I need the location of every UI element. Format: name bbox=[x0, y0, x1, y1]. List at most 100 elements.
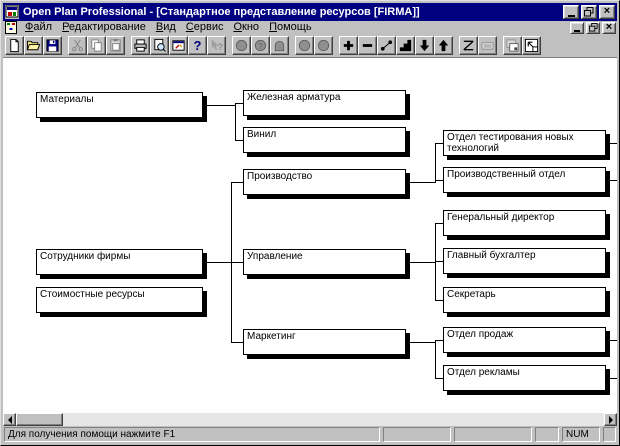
tree-node-label: Производственный отдел bbox=[447, 169, 566, 180]
open-folder-button[interactable] bbox=[24, 36, 43, 55]
tree-node-materials[interactable]: Материалы bbox=[36, 92, 203, 118]
shape-circle-button-2 bbox=[295, 36, 314, 55]
minimize-button[interactable] bbox=[563, 5, 579, 19]
tree-node-label: Управление bbox=[247, 251, 303, 262]
toolbar: ? ? ? bbox=[3, 34, 617, 58]
connector-line bbox=[610, 180, 617, 181]
status-message: Для получения помощи нажмите F1 bbox=[4, 427, 380, 442]
scroll-left-button[interactable] bbox=[3, 413, 16, 426]
fit-window-icon bbox=[524, 38, 539, 53]
tree-node-label: Генеральный директор bbox=[447, 212, 555, 223]
help-icon: ? bbox=[193, 38, 202, 53]
zigzag-button[interactable] bbox=[459, 36, 478, 55]
minimize-icon bbox=[574, 29, 580, 32]
open-folder-icon bbox=[26, 40, 41, 51]
tree-node-production-dept[interactable]: Производственный отдел bbox=[443, 167, 606, 193]
fit-window-button[interactable] bbox=[522, 36, 541, 55]
child-close-button[interactable]: × bbox=[602, 21, 616, 34]
tree-node-management[interactable]: Управление bbox=[243, 249, 406, 275]
shape-circle-question-icon: ? bbox=[254, 39, 267, 52]
tree-node-secretary[interactable]: Секретарь bbox=[443, 287, 606, 313]
title-bar: Open Plan Professional - [Стандартное пр… bbox=[3, 3, 617, 21]
shape-circle-icon bbox=[235, 39, 248, 52]
scrollbar-thumb[interactable] bbox=[16, 413, 63, 426]
link-nodes-button[interactable] bbox=[377, 36, 396, 55]
connector-line bbox=[435, 223, 436, 301]
help-button[interactable]: ? bbox=[188, 36, 207, 55]
window-switch-icon bbox=[172, 40, 185, 51]
connector-line bbox=[231, 182, 243, 183]
collapse-up-arrow-icon bbox=[438, 39, 449, 52]
app-icon bbox=[5, 5, 19, 19]
expand-down-button[interactable] bbox=[415, 36, 434, 55]
document-icon bbox=[5, 21, 17, 34]
status-panel bbox=[383, 427, 451, 442]
connector-line bbox=[406, 262, 436, 263]
tree-node-label: Отдел тестирования новых технологий bbox=[447, 132, 574, 154]
keyboard-button bbox=[478, 36, 497, 55]
tree-node-testing-dept[interactable]: Отдел тестирования новых технологий bbox=[443, 130, 606, 156]
connector-line bbox=[235, 103, 236, 141]
cascade-windows-button bbox=[503, 36, 522, 55]
tree-node-vinyl[interactable]: Винил bbox=[243, 127, 406, 153]
print-preview-button[interactable] bbox=[150, 36, 169, 55]
menu-service[interactable]: Сервис bbox=[185, 21, 224, 33]
scroll-right-button[interactable] bbox=[604, 413, 617, 426]
tree-node-sales-dept[interactable]: Отдел продаж bbox=[443, 327, 606, 353]
tree-node-label: Секретарь bbox=[447, 289, 496, 300]
menu-file[interactable]: Файл bbox=[25, 21, 53, 33]
tree-node-production[interactable]: Производство bbox=[243, 169, 406, 195]
tree-node-iron[interactable]: Железная арматура bbox=[243, 90, 406, 116]
shape-circle-button-1 bbox=[232, 36, 251, 55]
arrow-left-icon bbox=[4, 415, 12, 424]
tree-node-employees[interactable]: Сотрудники фирмы bbox=[36, 249, 203, 275]
save-button[interactable] bbox=[43, 36, 62, 55]
connector-line bbox=[435, 300, 443, 301]
add-button[interactable] bbox=[339, 36, 358, 55]
tree-node-chief-accountant[interactable]: Главный бухгалтер bbox=[443, 248, 606, 274]
shape-circle-icon bbox=[317, 39, 330, 52]
tree-node-label: Маркетинг bbox=[247, 331, 296, 342]
svg-text:?: ? bbox=[258, 41, 263, 51]
new-document-icon bbox=[10, 38, 19, 53]
cascade-windows-icon bbox=[506, 39, 519, 52]
tree-node-marketing[interactable]: Маркетинг bbox=[243, 329, 406, 355]
window-switch-button[interactable] bbox=[169, 36, 188, 55]
tree-node-general-director[interactable]: Генеральный директор bbox=[443, 210, 606, 236]
tree-node-cost-resources[interactable]: Стоимостные ресурсы bbox=[36, 287, 203, 313]
tree-node-advertising-dept[interactable]: Отдел рекламы bbox=[443, 365, 606, 391]
new-document-button[interactable] bbox=[5, 36, 24, 55]
levels-button[interactable] bbox=[396, 36, 415, 55]
chart-canvas: Материалы Сотрудники фирмы Стоимостные р… bbox=[3, 58, 617, 413]
child-minimize-button[interactable] bbox=[570, 21, 584, 34]
connector-line bbox=[406, 342, 436, 343]
shape-arch-button bbox=[270, 36, 289, 55]
menu-help[interactable]: Помощь bbox=[269, 21, 312, 33]
connector-line bbox=[435, 143, 443, 144]
print-button[interactable] bbox=[131, 36, 150, 55]
menu-view[interactable]: Вид bbox=[155, 21, 176, 33]
arrow-right-icon bbox=[608, 415, 617, 424]
child-restore-button[interactable] bbox=[586, 21, 600, 34]
tree-node-label: Стоимостные ресурсы bbox=[40, 289, 145, 300]
restore-button[interactable] bbox=[581, 5, 597, 19]
expand-down-arrow-icon bbox=[419, 39, 430, 52]
tree-node-label: Производство bbox=[247, 171, 313, 182]
horizontal-scrollbar[interactable] bbox=[3, 413, 617, 426]
tree-node-label: Отдел продаж bbox=[447, 329, 514, 340]
context-help-button: ? bbox=[207, 36, 226, 55]
collapse-up-button[interactable] bbox=[434, 36, 453, 55]
status-bar: Для получения помощи нажмите F1 NUM bbox=[3, 426, 617, 443]
remove-button[interactable] bbox=[358, 36, 377, 55]
link-nodes-icon bbox=[380, 40, 393, 51]
tree-node-label: Главный бухгалтер bbox=[447, 250, 536, 261]
paste-icon bbox=[110, 38, 121, 52]
close-button[interactable]: × bbox=[599, 5, 615, 19]
menu-window[interactable]: Окно bbox=[233, 21, 260, 33]
connector-line bbox=[406, 182, 436, 183]
menu-edit[interactable]: Редактирование bbox=[62, 21, 146, 33]
connector-line bbox=[203, 262, 232, 263]
shape-circle-icon bbox=[298, 39, 311, 52]
save-floppy-icon bbox=[46, 39, 59, 52]
